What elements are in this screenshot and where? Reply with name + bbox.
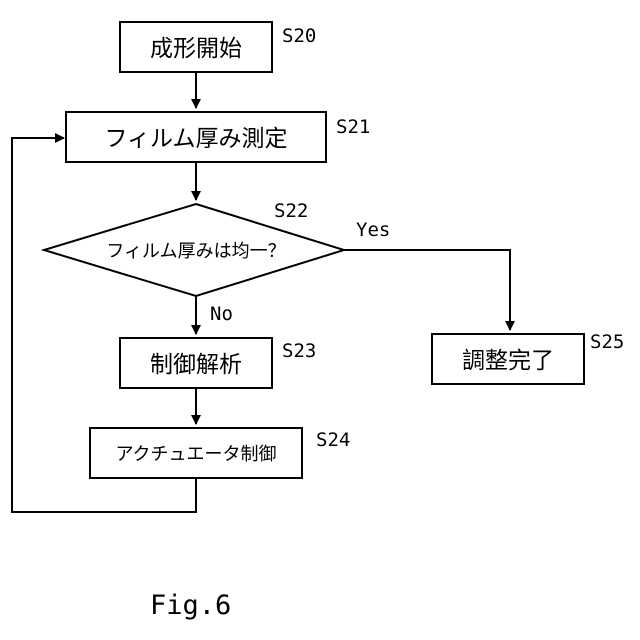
measure-box-label: フィルム厚み測定 [104,126,287,152]
analysis-box-label: 制御解析 [150,352,242,378]
figure-caption: Fig.6 [150,590,231,621]
branch-label-no: No [210,303,233,325]
complete-box-label: 調整完了 [462,348,554,374]
actuator-box-label: アクチュエータ制御 [115,444,276,465]
step-label-s23: S23 [282,340,316,362]
step-label-s25: S25 [590,331,624,353]
start-box-label: 成形開始 [150,36,242,62]
step-label-s24: S24 [316,429,350,451]
decision-label: フィルム厚みは均一？ [106,241,285,262]
step-label-s20: S20 [282,25,316,47]
step-label-s21: S21 [336,116,370,138]
branch-label-yes: Yes [356,219,390,241]
step-label-s22: S22 [274,200,308,222]
connector-s22-s25 [344,250,510,330]
